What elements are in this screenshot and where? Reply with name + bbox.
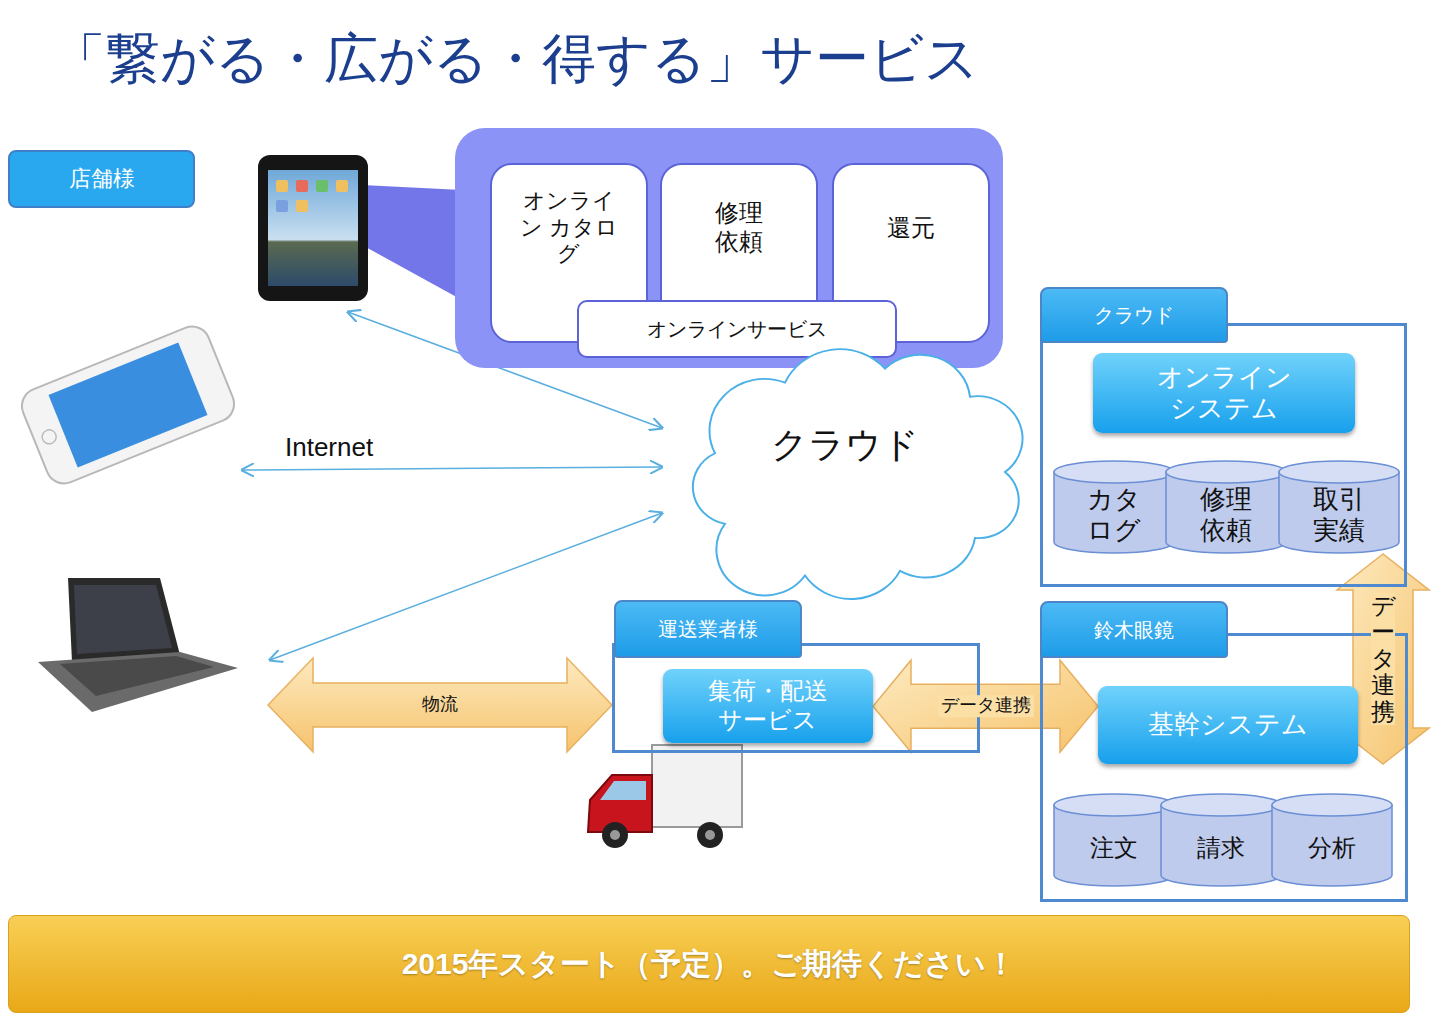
group-box: 鈴木眼鏡基幹システム注文請求分析 <box>1040 633 1408 902</box>
node-text: 修理 依頼 <box>1197 484 1254 546</box>
group-box: 運送業者様集荷・配送 サービス <box>612 643 980 753</box>
node-text: オンラインサービス <box>647 317 827 341</box>
node-text: 店舗様 <box>69 166 135 192</box>
cloud-shape: クラウド <box>665 345 1025 585</box>
group-box: クラウドオンライン システムカタ ログ修理 依頼取引 実績 <box>1040 323 1407 587</box>
cylinder-top <box>1166 461 1286 483</box>
cylinder-top <box>1054 794 1174 816</box>
node-text: 請求 <box>1197 834 1245 863</box>
cylinder-body <box>1054 805 1174 886</box>
heading-tab: クラウド <box>1040 287 1228 343</box>
node-text: 基幹システム <box>1148 709 1308 740</box>
heading-tab: 鈴木眼鏡 <box>1040 601 1228 658</box>
node-text: 注文 <box>1090 834 1138 863</box>
cylinder-body <box>1161 805 1281 886</box>
connector-label: データ連携 <box>1371 593 1395 725</box>
annotation-label: 物流 <box>422 694 458 716</box>
database-cylinder: 分析 <box>1271 793 1393 887</box>
node-text: 還元 <box>887 214 935 243</box>
cylinder-body <box>1054 472 1174 553</box>
internet-line <box>242 467 662 470</box>
node-text: クラウド <box>1094 303 1174 327</box>
connector-label: データ連携 <box>938 695 1034 717</box>
app-icons <box>276 180 348 212</box>
cylinder-top <box>1054 461 1174 483</box>
role-box: 店舗様 <box>8 150 195 208</box>
announcement-band: 2015年スタート（予定）。ご期待ください！ <box>8 915 1410 1013</box>
database-cylinder: 取引 実績 <box>1278 460 1400 554</box>
node-text: オンライン システム <box>1156 362 1291 424</box>
tablet-screen <box>268 170 358 286</box>
truck-icon <box>588 745 742 848</box>
system-box: オンライン システム <box>1093 353 1355 433</box>
node-text: カタ ログ <box>1085 484 1142 546</box>
cloud-path <box>693 349 1023 599</box>
node-text: 分析 <box>1308 834 1356 863</box>
database-cylinder: 修理 依頼 <box>1165 460 1287 554</box>
node-text: 修理 依頼 <box>713 199 766 257</box>
phone-icon <box>17 321 240 489</box>
cylinder-body <box>1279 472 1399 553</box>
database-cylinder: 請求 <box>1160 793 1282 887</box>
node-text: 2015年スタート（予定）。ご期待ください！ <box>402 946 1017 982</box>
title: 「繋がる・広がる・得する」サービス <box>52 26 979 91</box>
node-text: 鈴木眼鏡 <box>1094 618 1174 642</box>
database-cylinder: カタ ログ <box>1053 460 1175 554</box>
node-text: クラウド <box>771 423 919 466</box>
callout-bubble <box>455 128 1003 368</box>
cylinder-top <box>1161 794 1281 816</box>
laptop-icon <box>38 578 238 712</box>
cylinder-body <box>1166 472 1286 553</box>
node-text: 取引 実績 <box>1310 484 1367 546</box>
system-box: 基幹システム <box>1098 686 1358 764</box>
node-text: オンライン カタログ <box>512 188 626 267</box>
tablet-icon <box>258 155 368 301</box>
cylinder-body <box>1272 805 1392 886</box>
annotation-label: Internet <box>285 432 373 463</box>
database-cylinder: 注文 <box>1053 793 1175 887</box>
internet-line <box>270 513 662 660</box>
logistics-arrow <box>268 658 612 752</box>
callout-wedge <box>362 185 462 300</box>
cylinder-top <box>1272 794 1392 816</box>
system-box: 集荷・配送 サービス <box>663 669 873 743</box>
heading-tab: 運送業者様 <box>614 600 802 658</box>
cylinder-top <box>1279 461 1399 483</box>
node-text: 運送業者様 <box>658 617 758 641</box>
data-link-arrow <box>873 660 1098 752</box>
node-text: 集荷・配送 サービス <box>706 677 831 735</box>
